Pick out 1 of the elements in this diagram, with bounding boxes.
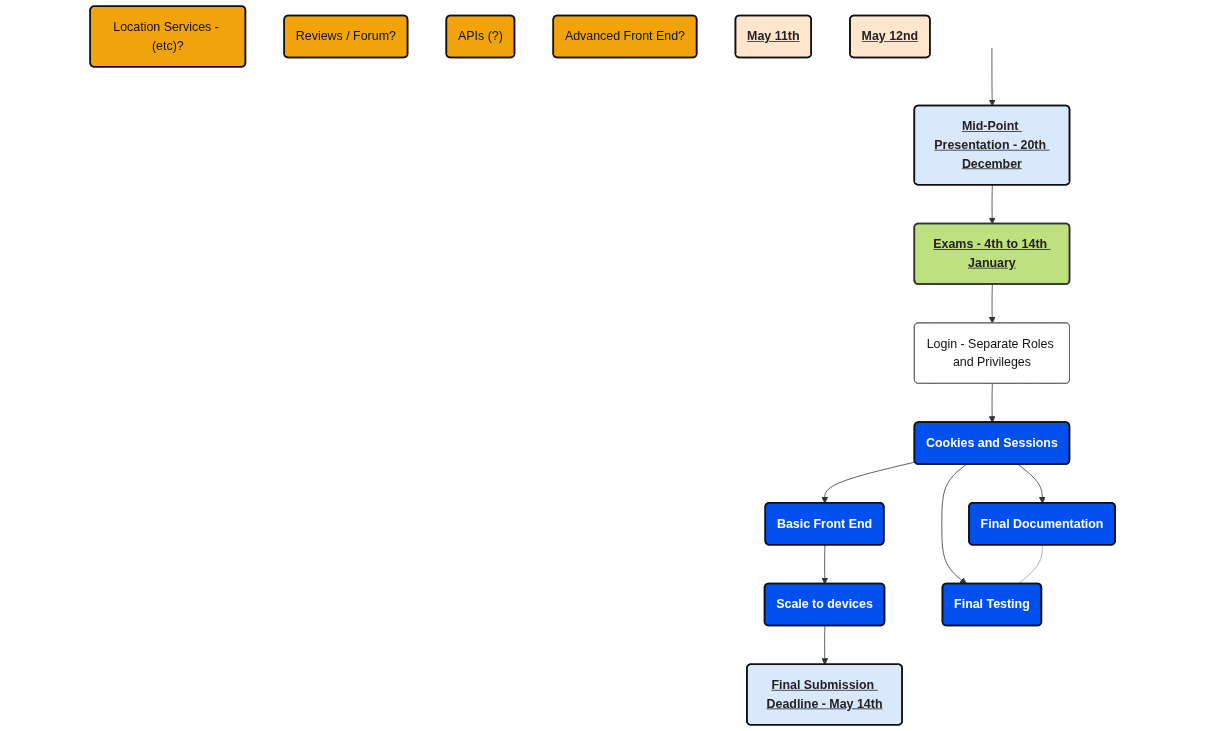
- connector: [1017, 544, 1043, 585]
